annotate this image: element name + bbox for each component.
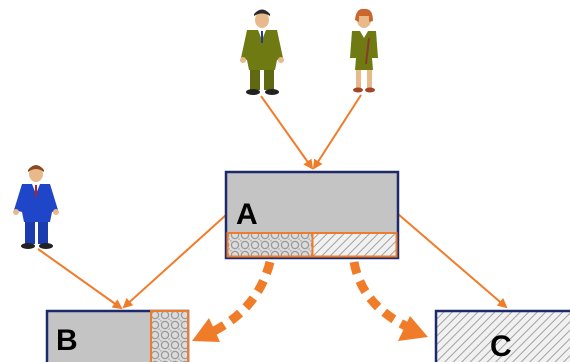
man-olive-suit-icon (240, 9, 284, 95)
arrow-woman-to-a (312, 94, 362, 170)
box-c: C (434, 309, 570, 362)
arrow-man-olive-to-a (260, 95, 314, 170)
box-b-label: B (56, 324, 78, 357)
box-b-knit-segment (150, 310, 189, 362)
box-a: A (224, 170, 400, 260)
box-a-hatch-segment (311, 232, 398, 258)
arrow-a-to-b (122, 214, 227, 309)
woman-olive-suit-icon (350, 8, 378, 93)
dashed-arrow-a-to-b (192, 260, 275, 342)
box-b: B (45, 309, 190, 362)
box-a-label: A (236, 198, 258, 231)
box-a-knit-segment (226, 232, 314, 258)
dashed-arrow-a-to-c (349, 261, 428, 341)
man-blue-suit-icon (13, 165, 59, 249)
box-c-label: C (490, 330, 512, 362)
arrow-man-blue-to-b (37, 248, 123, 310)
arrow-a-to-c (397, 213, 508, 309)
